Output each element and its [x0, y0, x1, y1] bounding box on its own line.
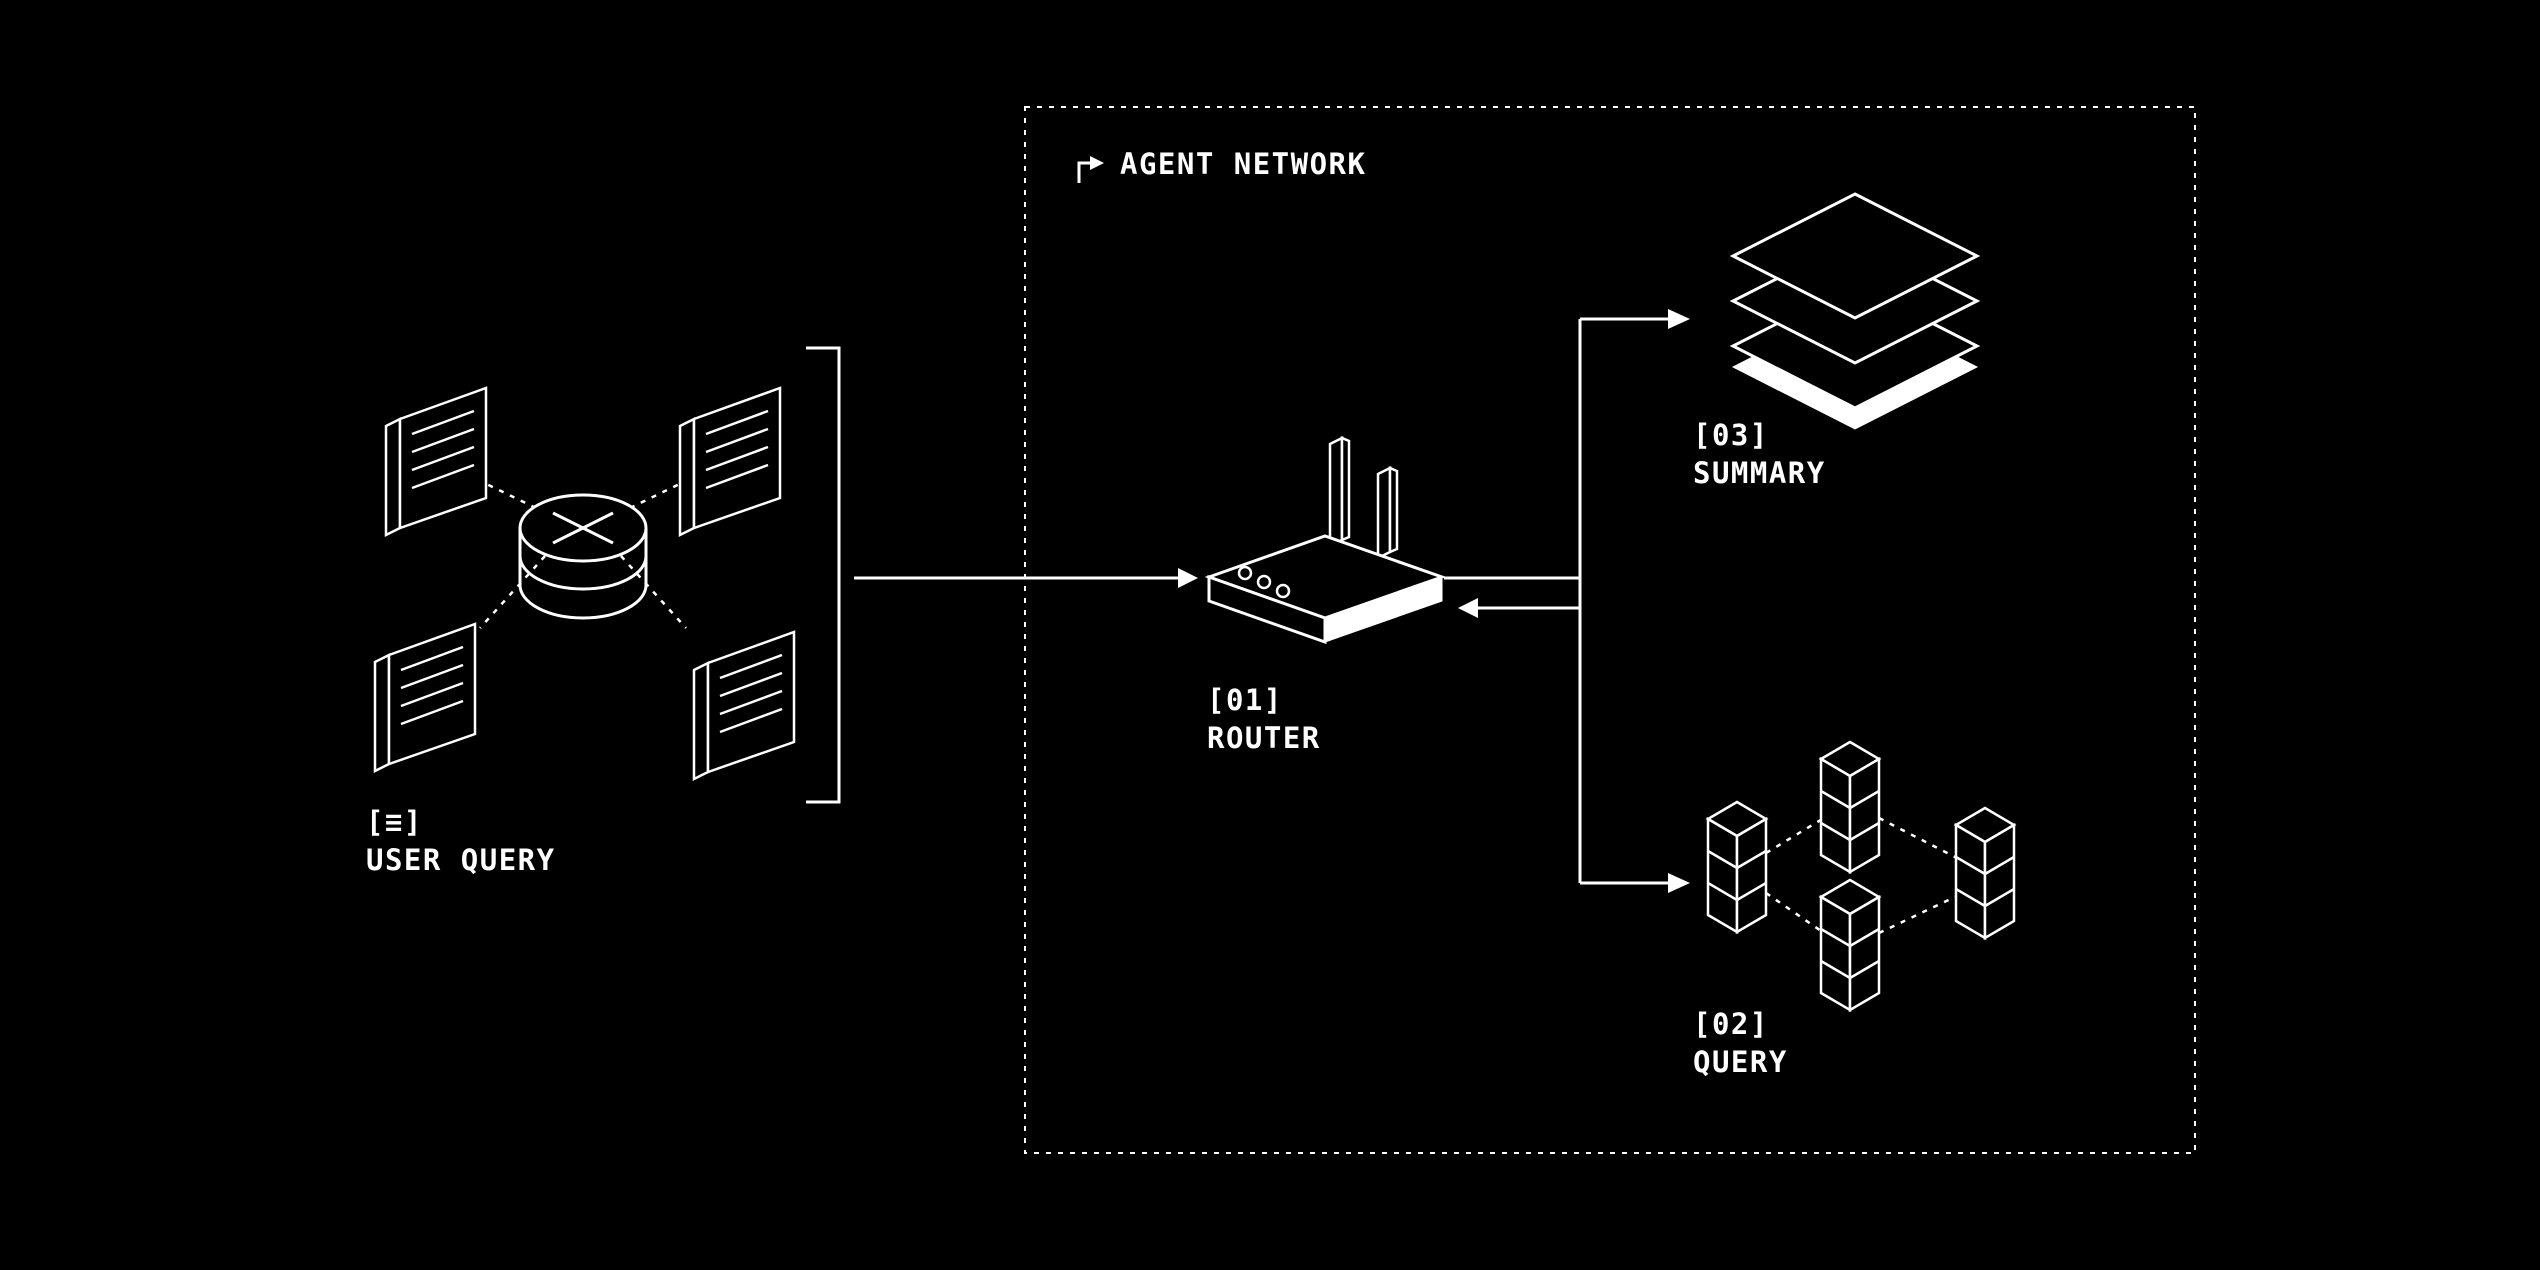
- to-query-arrowhead: [1668, 873, 1690, 893]
- document-icon: [692, 630, 796, 781]
- return-arrowhead: [1458, 598, 1478, 618]
- router-led: [1237, 565, 1253, 581]
- router-icon: [1204, 435, 1447, 645]
- branch-arrow-icon: [1077, 156, 1104, 183]
- router-flow-lines: [1444, 309, 1690, 893]
- query-node: [02] QUERY: [1693, 740, 2016, 1079]
- router-antenna-side: [1388, 466, 1399, 554]
- cluster-connector: [479, 555, 546, 629]
- query-id: [02]: [1693, 1007, 1769, 1041]
- router-right-face: [1324, 576, 1443, 643]
- document-icon: [384, 386, 488, 537]
- cluster-connector: [620, 555, 687, 629]
- summary-label: SUMMARY: [1693, 456, 1826, 490]
- server-connector: [1878, 894, 1958, 935]
- database-icon: [518, 493, 648, 620]
- router-antenna: [1328, 435, 1344, 549]
- server-icon: [1819, 878, 1881, 1012]
- router-label: ROUTER: [1207, 721, 1321, 755]
- layer-outline: [1729, 192, 1981, 320]
- user-query-glyph: [≡]: [366, 805, 423, 839]
- server-connector: [1878, 816, 1958, 860]
- server-icon: [1954, 806, 2016, 940]
- grouping-bracket: [806, 346, 841, 804]
- database-x-mark: [552, 511, 614, 545]
- server-connector: [1765, 891, 1825, 935]
- agent-network-title: AGENT NETWORK: [1120, 147, 1366, 181]
- input-arrowhead: [1178, 568, 1198, 588]
- server-icon: [1819, 740, 1881, 874]
- database-bottom: [518, 584, 648, 620]
- router-antenna-side: [1340, 436, 1351, 542]
- layers-stack-icon: [1729, 192, 1981, 430]
- server-icon: [1706, 800, 1768, 934]
- agent-network-header: AGENT NETWORK: [1077, 147, 1366, 183]
- branch-arrow-stem: [1077, 161, 1092, 183]
- server-cluster-icon: [1706, 740, 2016, 1012]
- input-arrow: [854, 568, 1198, 588]
- router-led: [1256, 574, 1272, 590]
- document-icon: [678, 386, 782, 537]
- router-antenna: [1376, 465, 1392, 561]
- summary-id: [03]: [1693, 418, 1769, 452]
- agent-network-border: [1024, 106, 2196, 1154]
- document-icon: [373, 622, 477, 773]
- user-query-label: USER QUERY: [366, 843, 556, 877]
- query-label: QUERY: [1693, 1045, 1788, 1079]
- summary-node: [03] SUMMARY: [1693, 192, 1981, 490]
- database-rim: [518, 555, 648, 591]
- user-query-cluster: [≡] USER QUERY: [366, 386, 796, 877]
- to-summary-arrowhead: [1668, 309, 1690, 329]
- router-led: [1275, 583, 1291, 599]
- server-connector: [1765, 816, 1825, 855]
- router-node: [01] ROUTER: [1204, 435, 1447, 755]
- router-id: [01]: [1207, 683, 1283, 717]
- branch-arrowhead: [1090, 156, 1104, 170]
